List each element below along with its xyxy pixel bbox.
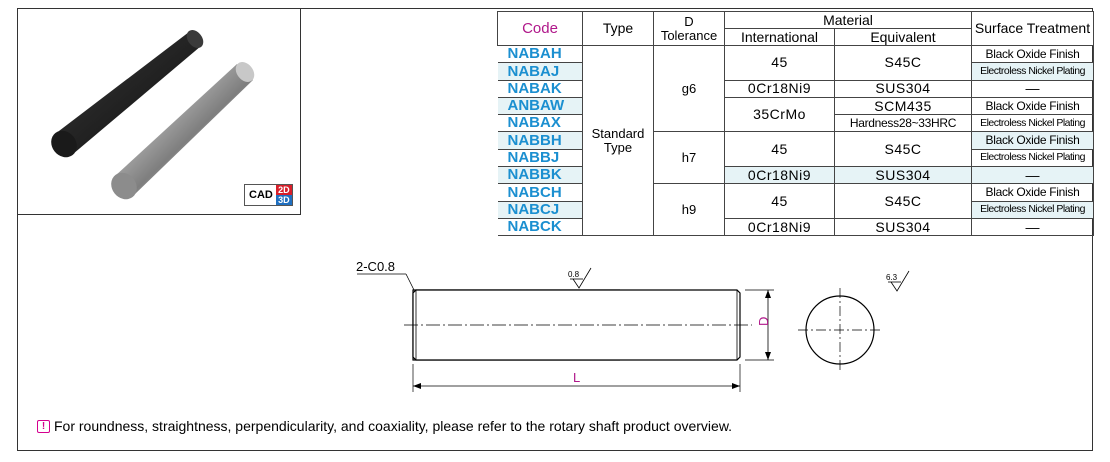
roughness-end-value: 6.3: [886, 273, 898, 282]
international-cell: 0Cr18Ni9: [724, 166, 835, 185]
equivalent-cell: SUS304: [833, 79, 973, 98]
dimension-l-label: L: [573, 370, 580, 385]
equivalent-cell: SUS304: [833, 166, 973, 185]
shaft-side-view: [404, 289, 752, 361]
header-equivalent: Equivalent: [833, 28, 973, 46]
cad-label: CAD: [249, 189, 273, 201]
code-cell[interactable]: NABCJ: [497, 200, 583, 219]
code-cell[interactable]: NABAK: [497, 79, 583, 98]
roughness-symbol-end: 6.3: [886, 270, 910, 292]
cad-2d-icon: 2D: [275, 185, 292, 195]
surface-cell: —: [971, 166, 1095, 185]
shaft-product-photo: [51, 30, 255, 200]
code-cell[interactable]: ANBAW: [497, 96, 583, 116]
code-cell[interactable]: NABBK: [497, 166, 583, 185]
chamfer-callout: 2-C0.8: [356, 259, 415, 291]
equivalent-cell: SCM435: [833, 96, 973, 116]
surface-cell: Black Oxide Finish: [971, 183, 1095, 202]
tolerance-cell: g6: [653, 44, 725, 133]
header-surface-treatment: Surface Treatment: [971, 11, 1095, 46]
surface-cell: —: [971, 217, 1095, 237]
note-line: ! For roundness, straightness, perpendic…: [37, 418, 732, 434]
warning-icon: !: [37, 419, 50, 433]
note-text: For roundness, straightness, perpendicul…: [54, 418, 733, 434]
dimension-d-label: D: [756, 317, 771, 326]
code-cell[interactable]: NABBH: [497, 131, 583, 150]
international-cell: 45: [724, 183, 835, 219]
header-material: Material: [723, 11, 973, 29]
shaft-end-view: [798, 288, 882, 372]
code-cell[interactable]: NABAH: [497, 44, 583, 64]
code-cell[interactable]: NABAJ: [497, 62, 583, 81]
surface-cell: Black Oxide Finish: [971, 44, 1095, 64]
cad-2d-3d-badge[interactable]: CAD 2D 3D: [244, 184, 293, 206]
equivalent-cell: Hardness28~33HRC: [833, 114, 973, 133]
surface-cell: Electroless Nickel Plating: [971, 62, 1095, 81]
code-cell[interactable]: NABCK: [497, 217, 583, 237]
international-cell: 0Cr18Ni9: [724, 217, 835, 237]
code-cell[interactable]: NABAX: [497, 114, 583, 133]
roughness-body-value: 0.8: [568, 270, 580, 279]
code-cell[interactable]: NABBJ: [497, 148, 583, 168]
roughness-symbol-body: 0.8: [568, 267, 592, 289]
drawing-canvas: 2-C0.8 0.8 D L 6.3: [356, 259, 910, 392]
international-cell: 45: [724, 131, 835, 168]
length-dimension: L: [412, 364, 741, 392]
equivalent-cell: SUS304: [833, 217, 973, 237]
surface-cell: —: [971, 79, 1095, 98]
surface-cell: Black Oxide Finish: [971, 131, 1095, 150]
surface-cell: Electroless Nickel Plating: [971, 114, 1095, 133]
surface-cell: Electroless Nickel Plating: [971, 148, 1095, 168]
equivalent-cell: S45C: [833, 131, 973, 168]
product-photo-box: [17, 8, 301, 215]
cad-3d-icon: 3D: [275, 195, 292, 205]
surface-cell: Electroless Nickel Plating: [971, 200, 1095, 219]
international-cell: 35CrMo: [724, 96, 835, 133]
surface-cell: Black Oxide Finish: [971, 96, 1095, 116]
code-cell[interactable]: NABCH: [497, 183, 583, 202]
international-cell: 0Cr18Ni9: [724, 79, 835, 98]
international-cell: 45: [724, 45, 835, 81]
steel-shaft: [111, 62, 255, 200]
header-international: International: [724, 28, 835, 46]
black-shaft: [51, 30, 204, 158]
header-code: Code: [497, 11, 583, 46]
tolerance-cell: h7: [653, 131, 725, 185]
equivalent-cell: S45C: [833, 45, 973, 81]
equivalent-cell: S45C: [833, 183, 973, 219]
chamfer-label: 2-C0.8: [356, 259, 395, 274]
tolerance-cell: h9: [653, 183, 725, 237]
header-type: Type: [582, 11, 654, 46]
diameter-dimension: D: [745, 289, 774, 361]
